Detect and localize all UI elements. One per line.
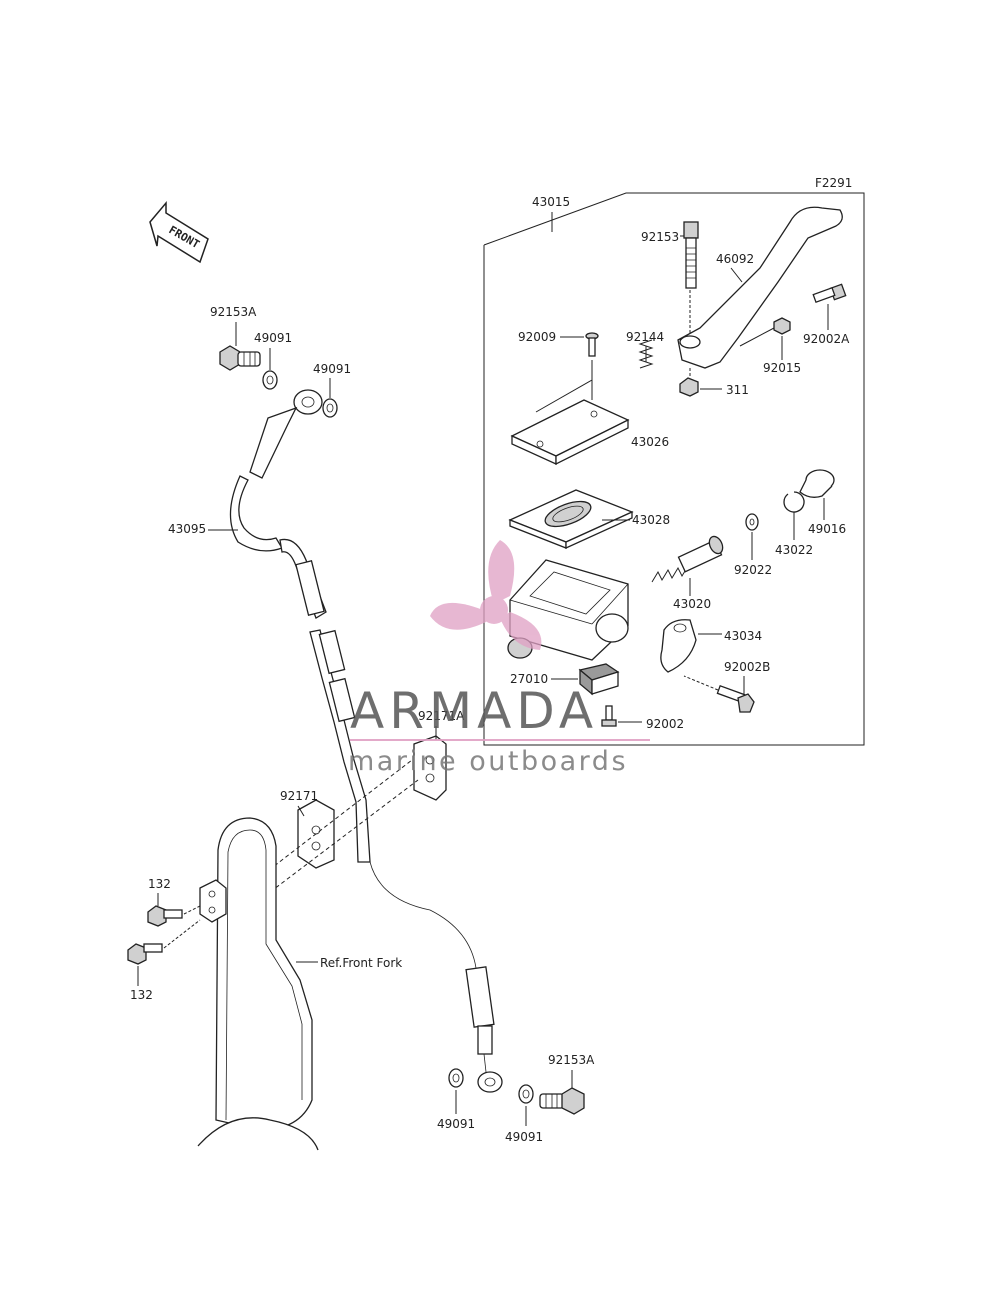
washer-49091-b: [322, 398, 338, 418]
washer-49091-a: [262, 370, 278, 390]
screw-92002: [601, 705, 617, 727]
part-label-132-a: 132: [148, 877, 171, 891]
part-label-92015: 92015: [763, 361, 801, 375]
part-label-92144: 92144: [626, 330, 664, 344]
washer-49091-d: [518, 1084, 534, 1104]
part-label-92153A-bottom: 92153A: [548, 1053, 595, 1067]
part-label-43028: 43028: [632, 513, 670, 527]
reservoir-cap-43026: [510, 399, 630, 466]
part-label-49091-c: 49091: [437, 1117, 475, 1131]
part-label-311: 311: [726, 383, 749, 397]
bolt-132-a: [147, 905, 183, 927]
washer-92022: [745, 513, 759, 531]
watermark-tagline: marine outboards: [348, 746, 628, 777]
part-label-92171: 92171: [280, 789, 318, 803]
holder-clamp-43034: [660, 619, 697, 673]
bolt-92002B: [716, 684, 755, 713]
dust-boot-49016: [799, 469, 835, 498]
part-label-43020: 43020: [673, 597, 711, 611]
part-label-27010: 27010: [510, 672, 548, 686]
part-label-49091-b: 49091: [313, 362, 351, 376]
diaphragm-43028: [508, 489, 634, 550]
part-label-43095: 43095: [168, 522, 206, 536]
part-label-92171A: 92171A: [418, 709, 465, 723]
nut-311: [679, 377, 699, 397]
reference-label: Ref.Front Fork: [320, 956, 402, 970]
pivot-bolt-92153: [683, 221, 699, 289]
assembly-frame: [483, 192, 865, 746]
front-arrow-icon: FRONT: [149, 200, 209, 264]
part-label-92153: 92153: [641, 230, 679, 244]
part-label-43015: 43015: [532, 195, 570, 209]
brake-hose-43095: [229, 389, 503, 1093]
part-label-49091-a: 49091: [254, 331, 292, 345]
bolt-92002A: [812, 283, 847, 304]
part-label-43026: 43026: [631, 435, 669, 449]
part-label-132-b: 132: [130, 988, 153, 1002]
banjo-bolt-92153A-top: [219, 345, 261, 371]
propeller-logo-icon: [430, 540, 542, 650]
diagram-code: F2291: [815, 176, 852, 190]
part-label-92002B: 92002B: [724, 660, 770, 674]
part-label-92002A: 92002A: [803, 332, 850, 346]
piston-kit-43020: [651, 535, 724, 583]
front-fork-reference: [197, 817, 319, 1151]
part-label-46092: 46092: [716, 252, 754, 266]
watermark: ARMADA marine outboards: [348, 540, 650, 777]
brake-lever-46092: [677, 206, 843, 369]
watermark-brand: ARMADA: [350, 682, 598, 740]
circlip-43022: [783, 491, 805, 513]
part-label-49091-d: 49091: [505, 1130, 543, 1144]
nut-92015: [773, 317, 791, 335]
part-label-92153A-top: 92153A: [210, 305, 257, 319]
brake-switch-27010: [578, 663, 620, 696]
part-label-49016: 49016: [808, 522, 846, 536]
part-label-92002: 92002: [646, 717, 684, 731]
bolt-132-b: [127, 943, 163, 965]
part-label-43034: 43034: [724, 629, 762, 643]
part-label-43022: 43022: [775, 543, 813, 557]
screw-92009: [585, 332, 599, 357]
part-label-92022: 92022: [734, 563, 772, 577]
banjo-bolt-92153A-bottom: [539, 1087, 585, 1115]
part-label-92009: 92009: [518, 330, 556, 344]
washer-49091-c: [448, 1068, 464, 1088]
